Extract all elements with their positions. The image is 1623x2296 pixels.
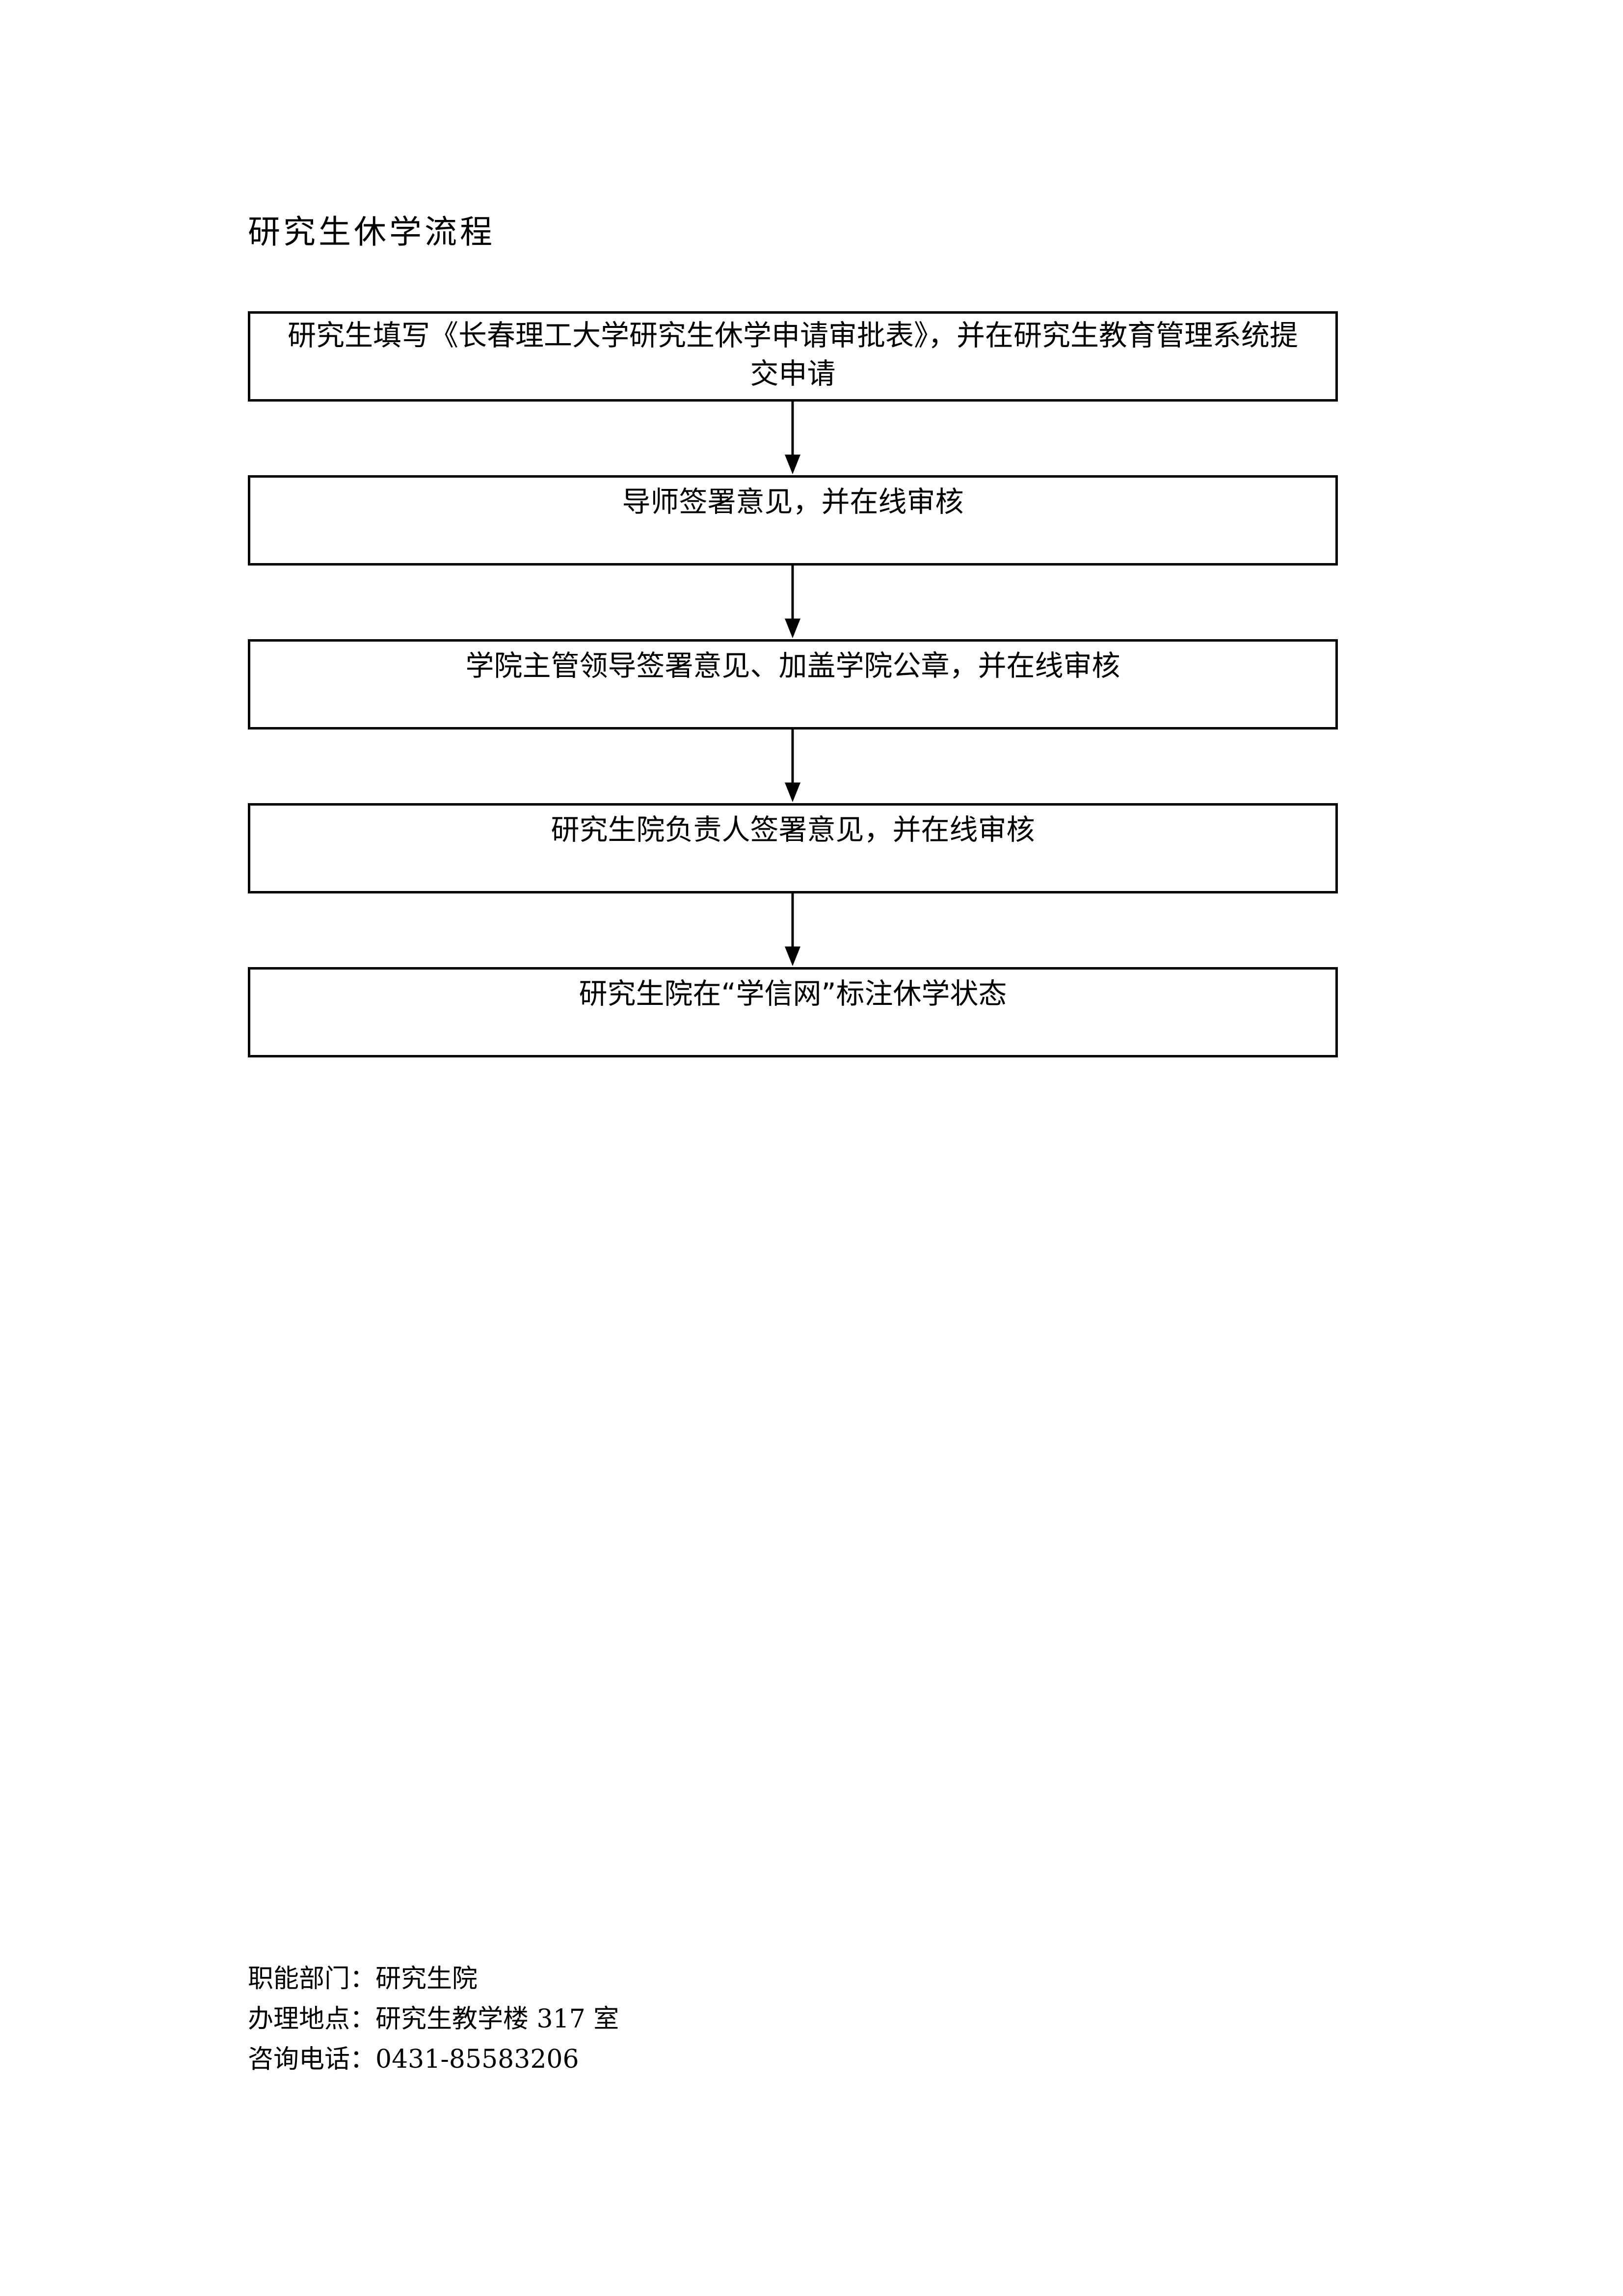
flow-step-college-review: 学院主管领导签署意见、加盖学院公章，并在线审核 xyxy=(248,639,1338,729)
arrow-down-icon xyxy=(785,566,800,638)
flow-step-graduate-school-review: 研究生院负责人签署意见，并在线审核 xyxy=(248,803,1338,893)
flow-step-submit-application: 研究生填写《长春理工大学研究生休学申请审批表》，并在研究生教育管理系统提交申请 xyxy=(248,311,1338,402)
flow-step-text: 研究生院负责人签署意见，并在线审核 xyxy=(551,813,1035,846)
arrow-down-icon xyxy=(785,402,800,474)
page-title: 研究生休学流程 xyxy=(248,213,495,251)
contact-info: 职能部门：研究生院 办理地点：研究生教学楼 317 室 咨询电话：0431-85… xyxy=(248,1959,619,2080)
footer-location: 办理地点：研究生教学楼 317 室 xyxy=(248,2004,619,2034)
footer-department: 职能部门：研究生院 xyxy=(248,1964,478,1994)
flow-step-advisor-review: 导师签署意见，并在线审核 xyxy=(248,475,1338,566)
flow-step-text: 导师签署意见，并在线审核 xyxy=(622,485,964,518)
flow-step-chsi-status: 研究生院在“学信网”标注休学状态 xyxy=(248,967,1338,1057)
flow-step-text: 学院主管领导签署意见、加盖学院公章，并在线审核 xyxy=(465,649,1120,682)
flow-step-text: 研究生院在“学信网”标注休学状态 xyxy=(579,977,1007,1010)
flow-step-text: 研究生填写《长春理工大学研究生休学申请审批表》，并在研究生教育管理系统提交申请 xyxy=(287,319,1298,390)
footer-phone: 咨询电话：0431-85583206 xyxy=(248,2045,579,2074)
arrow-down-icon xyxy=(785,893,800,966)
arrow-down-icon xyxy=(785,729,800,802)
